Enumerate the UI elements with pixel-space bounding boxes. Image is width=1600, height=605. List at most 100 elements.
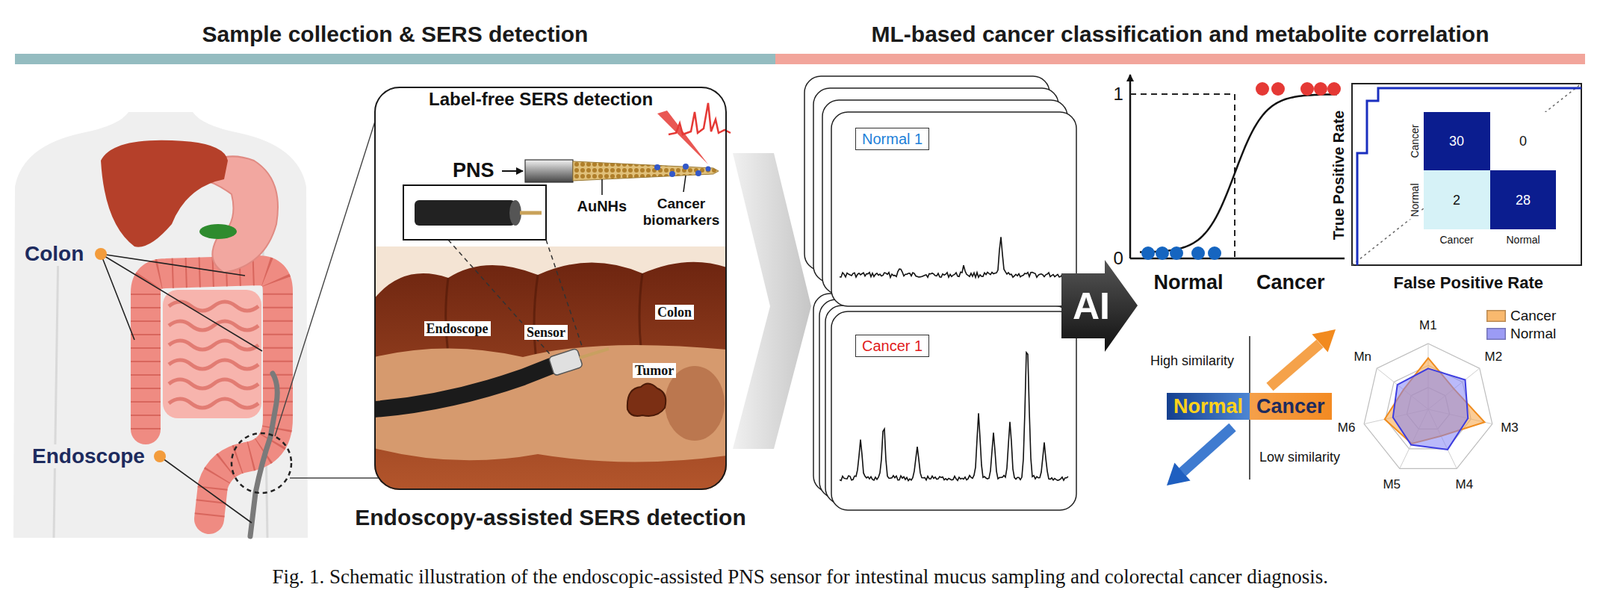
confusion-matrix [1423,112,1491,171]
callout-label: Colon [22,242,86,266]
inset-panel: Endoscopy-assisted SERS detection [374,86,727,491]
zoom-line [448,239,583,355]
endoscope-thumbnail [509,200,522,226]
note: High similarity [1150,353,1234,370]
spectrum-card [804,76,1077,307]
roc-plot [1352,83,1582,266]
axis-tick: 0 [1113,247,1124,269]
part-label: AuNHs [577,197,628,216]
data-point [1255,82,1270,96]
zoom-circle [231,433,292,493]
similarity-arrow [1269,343,1320,387]
flow-chevron [732,153,812,449]
table-cell: 28 [1515,192,1531,209]
axis-label: Mn [1353,349,1372,365]
confusion-matrix [1490,112,1556,171]
table-cell: 30 [1449,133,1465,150]
spectrum-card [813,293,1077,511]
spectrum-line [839,352,1069,482]
pns-fiber [695,170,702,177]
callout-label: Endoscope [29,444,148,469]
data-point [1191,246,1205,260]
spectrum-line [839,352,1069,482]
axis-label: M5 [1382,477,1401,493]
class-box: Normal [1166,392,1250,420]
data-point [1207,246,1222,260]
colon-section [627,383,666,417]
figure-caption: Fig. 1. Schematic illustration of the en… [272,565,1329,589]
matrix-axis-label: Cancer [1408,121,1420,160]
axis-label: M1 [1419,318,1438,334]
part-label: Tumor [632,363,677,379]
roc-plot [1352,83,1582,266]
roc-plot [1352,83,1582,266]
pns-fiber [705,166,712,172]
data-point [1300,82,1314,96]
colon-section [548,348,583,376]
confusion-matrix [1490,170,1556,230]
spectrum-line [839,236,1069,278]
tag-text: Normal 1 [861,129,923,149]
confusion-matrix [1423,112,1556,230]
leader-line [100,253,263,523]
part-label: Cancer biomarkers [639,195,724,229]
data-point [1327,82,1341,96]
axis-label: Cancer [1256,271,1326,295]
radar-series [1393,368,1468,450]
colon-section [374,366,552,410]
note: Low similarity [1259,449,1341,466]
leader-line [501,170,523,172]
body-silhouette [13,112,308,538]
spectrum-card [831,311,1077,511]
pns-fiber [654,164,661,171]
leader-line [274,112,389,479]
pns-fiber [525,159,573,183]
section-header: Sample collection & SERS detection [14,19,776,65]
gallbladder [199,224,237,240]
confusion-matrix [1423,170,1491,230]
matrix-axis-label: Cancer [1437,233,1477,246]
part-label: Sensor [524,324,568,341]
endoscope-thumbnail [519,211,542,216]
small-intestine [162,289,262,419]
sers-spectrum [668,103,731,135]
zoom-circle [231,433,292,493]
header-text: Sample collection & SERS detection [14,19,776,50]
roc-plot [1357,88,1582,266]
table-cell: 2 [1452,192,1461,209]
sigmoid-curve [1139,94,1338,252]
pns-fiber [572,161,719,181]
spectrum-tag: Cancer 1 [855,334,930,358]
radar-grid [1363,343,1493,469]
axis-title: True Positive Rate [1330,109,1348,240]
colon-section [374,345,727,463]
spectrum-line [839,236,1069,278]
leader-line [602,175,686,195]
similarity-arrow [1182,427,1233,473]
matrix-axis-label: Normal [1408,180,1420,219]
endoscope-thumbnail [403,185,547,240]
spectrum-tag: Normal 1 [855,127,930,151]
part-label: Endoscope [424,321,491,337]
small-intestine [168,301,259,408]
legend-swatch [1486,327,1506,340]
similarity-arrow [1311,329,1336,353]
callout-dot [94,247,166,463]
data-point [1155,246,1170,260]
data-point [1313,82,1328,96]
arrow-shape [1061,259,1138,352]
flow-chevron [732,153,812,449]
data-point [1141,246,1155,260]
colon-section [374,246,727,491]
axis-label: Normal [1154,271,1224,295]
body-silhouette [13,112,308,538]
data-point [1169,246,1184,260]
section-header: ML-based cancer classification and metab… [775,19,1586,65]
axis-label: M3 [1500,420,1519,436]
part-label: PNS [452,159,495,183]
panel-heading: Endoscopy-assisted SERS detection [354,504,746,531]
pns-fiber [669,171,676,178]
arrow-text: AI [1061,259,1122,352]
colon-section [579,348,609,358]
